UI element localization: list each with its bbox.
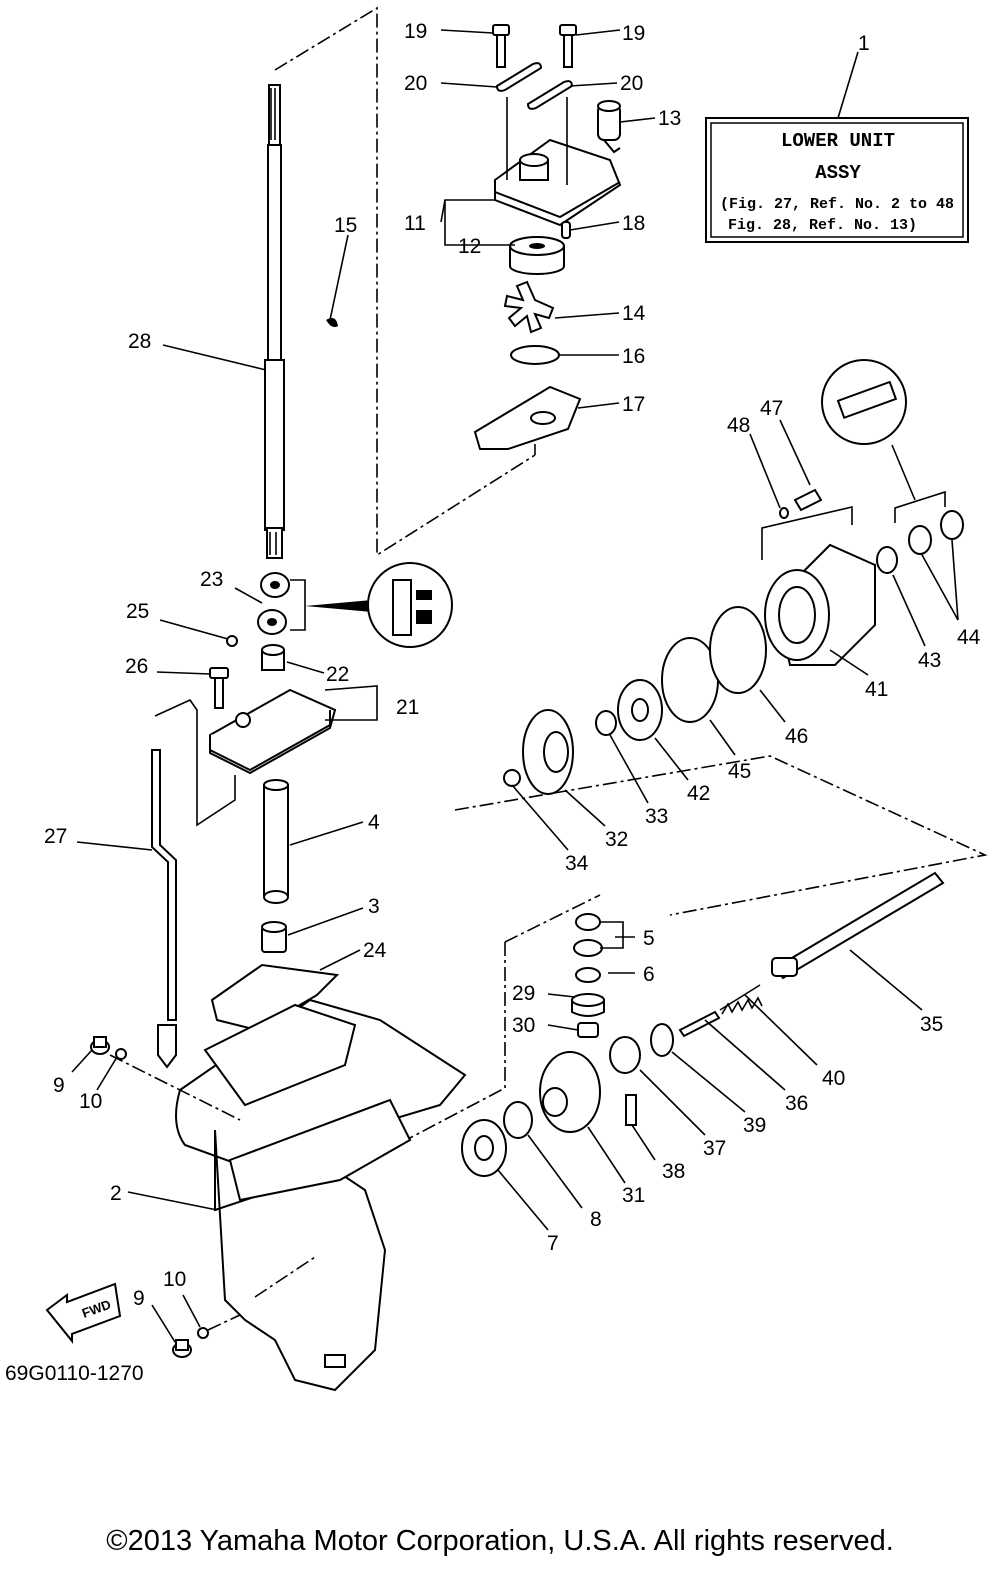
callout-15: 15: [334, 214, 357, 237]
leader-lines: [71, 29, 959, 1343]
callout-27: 27: [44, 825, 67, 848]
drive-shaft: [264, 84, 338, 559]
callout-20-left: 20: [404, 72, 427, 95]
callout-labels: 1 2 3 4 5 6 7 8 9 9 10 10 11 12 13 14 15…: [44, 20, 981, 1310]
callout-42: 42: [687, 782, 710, 805]
callout-1: 1: [858, 32, 870, 55]
callout-26: 26: [125, 655, 148, 678]
gear-parts: [461, 359, 964, 1177]
callout-30: 30: [512, 1014, 535, 1037]
callout-28: 28: [128, 330, 151, 353]
callout-47: 47: [760, 397, 783, 420]
callout-33: 33: [645, 805, 668, 828]
callout-4: 4: [368, 811, 380, 834]
callout-20-right: 20: [620, 72, 643, 95]
shift-parts: [151, 562, 453, 1069]
callout-23: 23: [200, 568, 223, 591]
callout-10-upper: 10: [79, 1090, 102, 1113]
callout-46: 46: [785, 725, 808, 748]
callout-8: 8: [590, 1208, 602, 1231]
callout-10-lower: 10: [163, 1268, 186, 1291]
callout-3: 3: [368, 895, 380, 918]
box-subtitle: ASSY: [815, 162, 861, 184]
lower-unit-assy-box: LOWER UNIT ASSY (Fig. 27, Ref. No. 2 to …: [705, 51, 969, 243]
callout-21: 21: [396, 696, 419, 719]
callout-44: 44: [957, 626, 981, 649]
callout-18: 18: [622, 212, 645, 235]
callout-14: 14: [622, 302, 646, 325]
callout-9-lower: 9: [133, 1287, 145, 1310]
drawing-code: 69G0110-1270: [5, 1362, 144, 1385]
box-title: LOWER UNIT: [781, 130, 895, 152]
callout-11: 11: [404, 212, 426, 235]
callout-40: 40: [822, 1067, 845, 1090]
callout-36: 36: [785, 1092, 808, 1115]
callout-32: 32: [605, 828, 628, 851]
copyright-notice: ©2013 Yamaha Motor Corporation, U.S.A. A…: [106, 1525, 894, 1557]
box-ref-line-2: Fig. 28, Ref. No. 13): [728, 217, 917, 234]
callout-6: 6: [643, 963, 655, 986]
callout-37: 37: [703, 1137, 726, 1160]
screws-and-washers: [90, 1036, 241, 1358]
callout-16: 16: [622, 345, 645, 368]
lower-case: [109, 998, 467, 1392]
callout-39: 39: [743, 1114, 766, 1137]
water-pump-parts: [473, 24, 622, 450]
forward-arrow: FWD: [45, 1282, 122, 1344]
callout-12: 12: [458, 235, 481, 258]
callout-31: 31: [622, 1184, 645, 1207]
callout-34: 34: [565, 852, 589, 875]
callout-5: 5: [643, 927, 655, 950]
callout-25: 25: [126, 600, 149, 623]
callout-22: 22: [326, 663, 349, 686]
callout-48: 48: [727, 414, 750, 437]
callout-13: 13: [658, 107, 681, 130]
callout-24: 24: [363, 939, 387, 962]
callout-19-right: 19: [622, 22, 645, 45]
callout-19-left: 19: [404, 20, 427, 43]
callout-41: 41: [865, 678, 888, 701]
callout-45: 45: [728, 760, 751, 783]
box-ref-line-1: (Fig. 27, Ref. No. 2 to 48: [720, 196, 954, 213]
callout-2: 2: [110, 1182, 122, 1205]
callout-17: 17: [622, 393, 645, 416]
callout-9-upper: 9: [53, 1074, 65, 1097]
callout-38: 38: [662, 1160, 685, 1183]
callout-43: 43: [918, 649, 941, 672]
callout-35: 35: [920, 1013, 943, 1036]
callout-29: 29: [512, 982, 535, 1005]
callout-7: 7: [547, 1232, 559, 1255]
